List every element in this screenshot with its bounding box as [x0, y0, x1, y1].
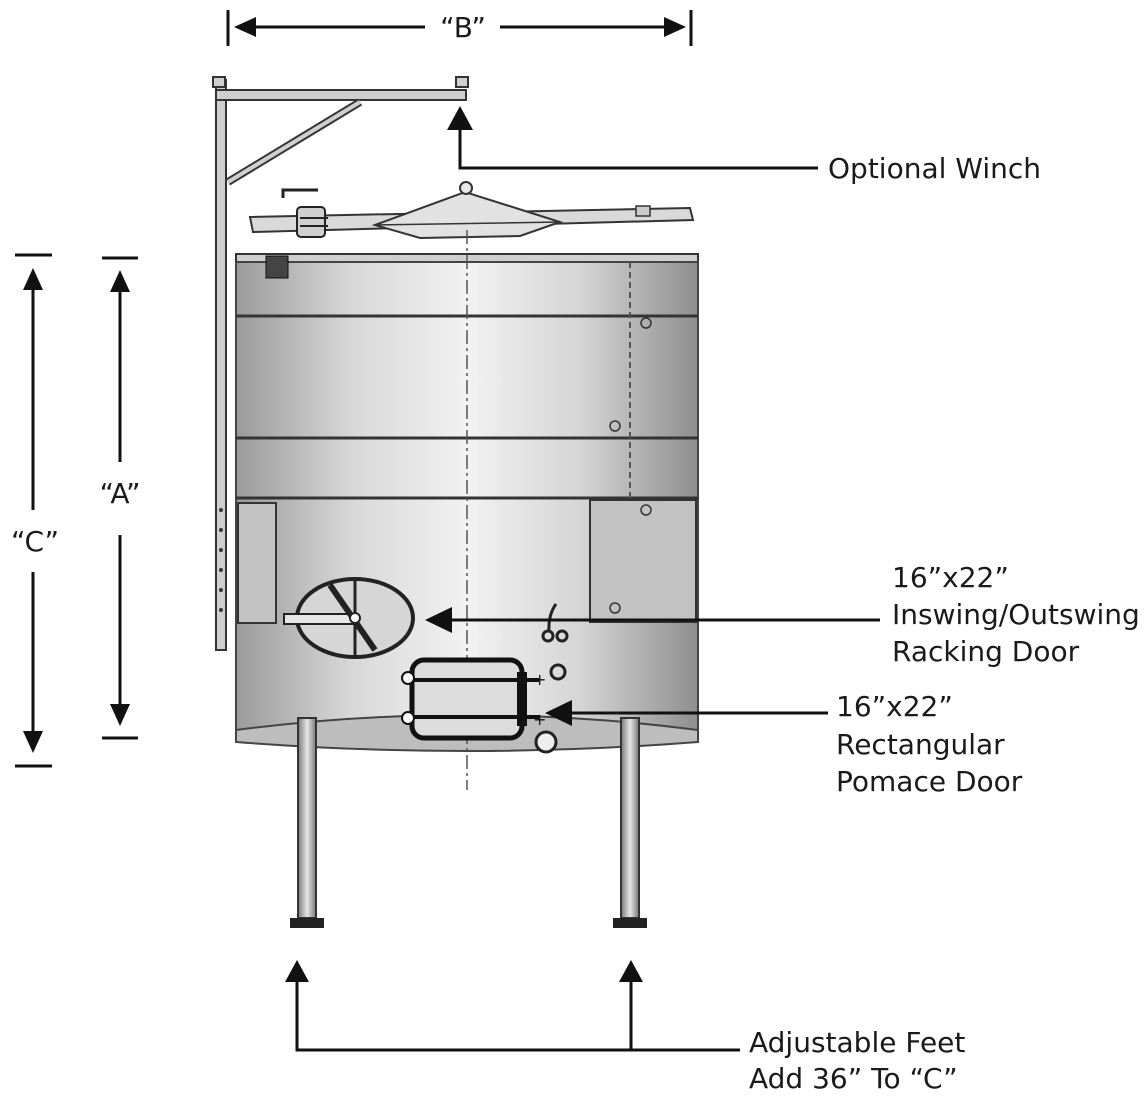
- dimension-a: “A”: [99, 256, 141, 740]
- callout-racking-door: 16”x22” Inswing/Outswing Racking Door: [425, 561, 1140, 668]
- winch-label: Optional Winch: [828, 152, 1041, 185]
- callout-pomace-door: 16”x22” Rectangular Pomace Door: [545, 690, 1023, 798]
- feet-label-line2: Add 36” To “C”: [749, 1062, 958, 1095]
- pomace-door-name: Pomace Door: [836, 765, 1023, 798]
- tank-lid: [248, 181, 695, 240]
- callout-optional-winch: Optional Winch: [447, 106, 1041, 185]
- pomace-door-size: 16”x22”: [836, 690, 953, 723]
- racking-door-type: Inswing/Outswing: [892, 598, 1140, 631]
- racking-door-size: 16”x22”: [892, 561, 1009, 594]
- dimension-c-label: “C”: [11, 525, 59, 558]
- racking-door-name: Racking Door: [892, 635, 1080, 668]
- dimension-b: “B”: [226, 10, 693, 46]
- racking-door: [283, 577, 415, 659]
- winch-frame: [212, 76, 469, 651]
- pomace-door-type: Rectangular: [836, 728, 1005, 761]
- valve-fittings: [534, 603, 569, 754]
- dimension-c: “C”: [11, 253, 59, 768]
- callout-adjustable-feet: Adjustable Feet Add 36” To “C”: [285, 960, 965, 1095]
- tank-legs: [290, 717, 647, 928]
- svg-text:+: +: [533, 670, 546, 689]
- dimension-a-label: “A”: [99, 477, 140, 510]
- svg-text:+: +: [533, 710, 546, 729]
- feet-label-line1: Adjustable Feet: [749, 1026, 965, 1059]
- pomace-door: + +: [401, 657, 546, 741]
- dimension-b-label: “B”: [440, 11, 486, 44]
